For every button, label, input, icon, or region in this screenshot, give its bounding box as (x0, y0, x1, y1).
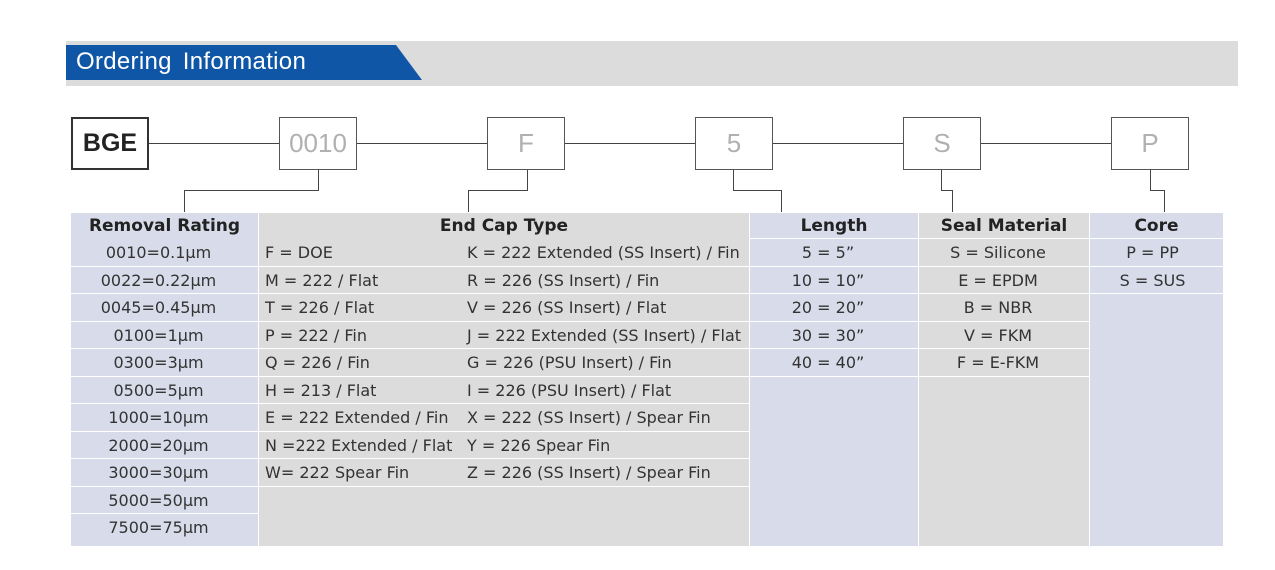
core-bracket (1164, 190, 1165, 212)
length-column: Length 5 = 5” 10 = 10” 20 = 20” 30 = 30”… (750, 213, 918, 546)
end-cap-option: R = 226 (SS Insert) / Fin (467, 270, 660, 290)
rating-bracket (318, 170, 319, 190)
table-row: E = 222 Extended / Fin X = 222 (SS Insert… (259, 404, 749, 432)
list-item: 3000=30µm (71, 459, 258, 487)
end-cap-option: K = 222 Extended (SS Insert) / Fin (467, 243, 740, 262)
list-item: 40 = 40” (750, 349, 918, 377)
removal-rating-heading: Removal Rating (88, 216, 241, 236)
length-bracket (733, 170, 734, 190)
section-title: Ordering Information (76, 48, 307, 75)
end-cap-option: J = 222 Extended (SS Insert) / Flat (467, 325, 742, 345)
end-cap-option: E = 222 Extended / Fin (265, 408, 449, 427)
end-cap-option: P = 222 / Fin (265, 325, 367, 345)
length-bracket (733, 190, 781, 191)
code-length-box: 5 (695, 117, 773, 170)
end-cap-option: H = 213 / Flat (265, 380, 377, 400)
table-row: P = 222 / Fin J = 222 Extended (SS Insert… (259, 322, 749, 349)
list-item: 2000=20µm (71, 432, 258, 459)
core-bracket (1150, 190, 1164, 191)
end-cap-option: M = 222 / Flat (265, 270, 379, 290)
end-cap-option: F = DOE (265, 243, 333, 262)
removal-rating-column: Removal Rating 0010=0.1µm 0022=0.22µm 00… (71, 213, 258, 546)
list-item: 1000=10µm (71, 404, 258, 432)
seal-bracket (941, 170, 942, 190)
core-column: Core P = PP S = SUS (1090, 213, 1223, 546)
list-item: 0045=0.45µm (71, 294, 258, 322)
table-row: F = DOE K = 222 Extended (SS Insert) / Fi… (259, 239, 749, 267)
code-endcap-box: F (487, 117, 565, 170)
end-cap-option: N =222 Extended / Flat (265, 435, 453, 455)
list-item: 10 = 10” (750, 267, 918, 294)
end-cap-type-heading: End Cap Type (439, 216, 569, 236)
endcap-bracket (527, 170, 528, 190)
list-item: 0010=0.1µm (71, 239, 258, 267)
end-cap-option: Y = 226 Spear Fin (467, 435, 611, 455)
seal-bracket (952, 190, 953, 212)
list-item: 5 = 5” (750, 239, 918, 267)
list-item: S = SUS (1090, 267, 1223, 294)
endcap-bracket (468, 190, 469, 212)
code-seal-box: S (903, 117, 981, 170)
list-item: P = PP (1090, 239, 1223, 267)
end-cap-option: Q = 226 / Fin (265, 353, 370, 372)
rating-bracket (184, 190, 185, 212)
core-bracket (1150, 170, 1151, 190)
list-item: V = FKM (919, 322, 1089, 349)
end-cap-option: G = 226 (PSU Insert) / Fin (467, 353, 672, 372)
endcap-bracket (468, 190, 528, 191)
code-core-box: P (1111, 117, 1189, 170)
end-cap-option: W= 222 Spear Fin (265, 463, 410, 482)
list-item: 5000=50µm (71, 487, 258, 514)
table-row: H = 213 / Flat I = 226 (PSU Insert) / Fla… (259, 377, 749, 404)
code-prefix-box: BGE (71, 117, 149, 170)
core-heading: Core (1090, 213, 1223, 239)
list-item: 0300=3µm (71, 349, 258, 377)
table-row: Q = 226 / Fin G = 226 (PSU Insert) / Fin (259, 349, 749, 377)
list-item: E = EPDM (919, 267, 1089, 294)
seal-bracket (941, 190, 952, 191)
table-row: T = 226 / Flat V = 226 (SS Insert) / Flat (259, 294, 749, 322)
length-bracket (781, 190, 782, 212)
seal-material-column: Seal Material S = Silicone E = EPDM B = … (919, 213, 1089, 546)
table-row: N =222 Extended / Flat Y = 226 Spear Fin (259, 432, 749, 459)
end-cap-type-column: End Cap Type F = DOE K = 222 Extended (SS… (259, 213, 749, 546)
list-item: 20 = 20” (750, 294, 918, 322)
list-item: F = E-FKM (919, 349, 1089, 377)
section-header-tab (66, 45, 422, 80)
end-cap-option: V = 226 (SS Insert) / Flat (467, 298, 667, 317)
table-row: M = 222 / Flat R = 226 (SS Insert) / Fin (259, 267, 749, 294)
code-connector-line (149, 143, 1111, 144)
end-cap-option: I = 226 (PSU Insert) / Flat (467, 380, 672, 400)
list-item: 30 = 30” (750, 322, 918, 349)
rating-bracket (184, 190, 319, 191)
list-item: 7500=75µm (108, 518, 209, 537)
seal-material-heading: Seal Material (919, 213, 1089, 239)
list-item: S = Silicone (919, 239, 1089, 267)
list-item: 0100=1µm (71, 322, 258, 349)
table-row: W= 222 Spear Fin Z = 226 (SS Insert) / Sp… (259, 459, 749, 487)
code-rating-box: 0010 (279, 117, 357, 170)
end-cap-option: X = 222 (SS Insert) / Spear Fin (467, 408, 711, 427)
end-cap-option: T = 226 / Flat (265, 298, 375, 317)
list-item: 0022=0.22µm (71, 267, 258, 294)
list-item: 0500=5µm (71, 377, 258, 404)
end-cap-option: Z = 226 (SS Insert) / Spear Fin (467, 463, 711, 482)
length-heading: Length (750, 213, 918, 239)
list-item: B = NBR (919, 294, 1089, 322)
